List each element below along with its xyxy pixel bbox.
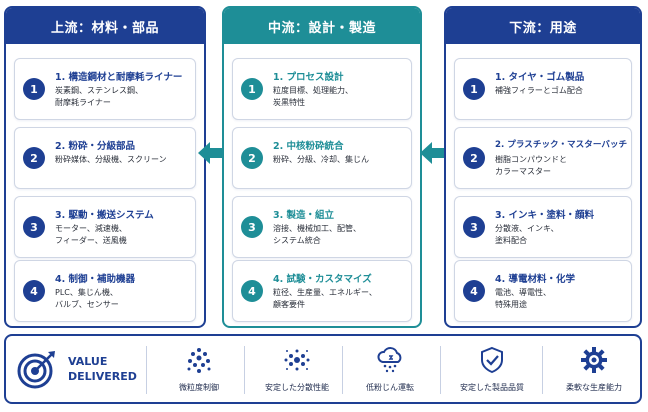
card-title: 2. プラスチック・マスターバッチ <box>495 140 628 150</box>
card-description: 粉砕媒体、分級機、スクリーン <box>55 155 167 164</box>
card-title: 1. 構造鋼材と耐摩耗ライナー <box>55 72 183 83</box>
card-description: 分散液、インキ、 塗料配合 <box>495 224 559 245</box>
value-item-stable-dispersion: 安定した分散性能 <box>249 344 345 400</box>
card-title: 2. 粉砕・分級部品 <box>55 141 136 152</box>
step-number-badge: 2 <box>463 147 485 169</box>
target-arrow-icon <box>17 351 55 389</box>
card-title: 1. タイヤ・ゴム製品 <box>495 72 585 83</box>
value-item-label: 微粒度制御 <box>179 383 219 392</box>
step-number-badge: 2 <box>241 147 263 169</box>
downstream-card-2: 2 2. プラスチック・マスターバッチ 樹脂コンパウンドと カラーマスター <box>454 127 632 189</box>
upstream-card-2: 2 2. 粉砕・分級部品 粉砕媒体、分級機、スクリーン <box>14 127 196 189</box>
cloud-dust-icon <box>377 347 402 373</box>
step-number-badge: 1 <box>241 78 263 100</box>
card-description: モーター、減速機、 フィーダー、送風機 <box>55 224 127 245</box>
step-number-badge: 1 <box>23 78 45 100</box>
value-item-label: 柔軟な生産能力 <box>566 383 622 392</box>
card-title: 4. 導電材料・化学 <box>495 274 576 285</box>
gear-icon <box>581 347 607 373</box>
card-title: 3. 駆動・搬送システム <box>55 210 154 221</box>
midstream-header: 中流：設計・製造 <box>224 8 420 44</box>
card-title: 2. 中核粉砕統合 <box>273 141 344 152</box>
downstream-card-3: 3 3. インキ・塗料・顔料 分散液、インキ、 塗料配合 <box>454 196 632 258</box>
midstream-column: 中流：設計・製造 1 1. プロセス設計 粒度目標、処理能力、 炭黒特性 2 2… <box>222 6 422 328</box>
step-number-badge: 2 <box>23 147 45 169</box>
step-number-badge: 1 <box>463 78 485 100</box>
divider <box>542 346 543 394</box>
step-number-badge: 3 <box>463 216 485 238</box>
dispersion-dots-icon <box>284 349 310 371</box>
value-item-stable-quality: 安定した製品品質 <box>444 344 540 400</box>
divider <box>342 346 343 394</box>
upstream-card-1: 1 1. 構造鋼材と耐摩耗ライナー 炭素鋼、ステンレス鋼、 耐摩耗ライナー <box>14 58 196 120</box>
step-number-badge: 3 <box>241 216 263 238</box>
value-item-label: 安定した製品品質 <box>460 383 524 392</box>
flow-arrow-left-icon <box>420 142 446 164</box>
upstream-card-4: 4 4. 制御・補助機器 PLC、集じん機、 バルブ、センサー <box>14 260 196 322</box>
card-description: PLC、集じん機、 バルブ、センサー <box>55 288 119 309</box>
upstream-column: 上流：材料・部品 1 1. 構造鋼材と耐摩耗ライナー 炭素鋼、ステンレス鋼、 耐… <box>4 6 206 328</box>
downstream-card-4: 4 4. 導電材料・化学 電池、導電性、 特殊用途 <box>454 260 632 322</box>
divider <box>244 346 245 394</box>
shield-check-icon <box>481 346 503 374</box>
flow-arrow-left-icon <box>198 142 224 164</box>
card-description: 粒径、生産量、エネルギー、 顧客要件 <box>273 288 377 309</box>
midstream-card-3: 3 3. 製造・組立 溶接、機械加工、配管、 システム統合 <box>232 196 412 258</box>
step-number-badge: 4 <box>241 280 263 302</box>
divider <box>146 346 147 394</box>
step-number-badge: 4 <box>23 280 45 302</box>
upstream-card-3: 3 3. 駆動・搬送システム モーター、減速機、 フィーダー、送風機 <box>14 196 196 258</box>
value-delivered-bar: VALUE DELIVERED 微粒度制御 安定した分散性能 <box>4 334 642 404</box>
card-title: 4. 試験・カスタマイズ <box>273 274 372 285</box>
step-number-badge: 3 <box>23 216 45 238</box>
card-title: 4. 制御・補助機器 <box>55 274 136 285</box>
value-item-label: 低粉じん運転 <box>366 383 414 392</box>
card-title: 3. 製造・組立 <box>273 210 335 221</box>
value-item-low-dust: 低粉じん運転 <box>342 344 438 400</box>
step-number-badge: 4 <box>463 280 485 302</box>
card-description: 電池、導電性、 特殊用途 <box>495 288 551 309</box>
value-delivered-title: VALUE DELIVERED <box>68 355 137 383</box>
card-title: 1. プロセス設計 <box>273 72 344 83</box>
divider <box>440 346 441 394</box>
downstream-column: 下流：用途 1 1. タイヤ・ゴム製品 補強フィラーとゴム配合 2 2. プラス… <box>444 6 642 328</box>
downstream-card-1: 1 1. タイヤ・ゴム製品 補強フィラーとゴム配合 <box>454 58 632 120</box>
particle-cluster-icon <box>187 348 211 373</box>
card-title: 3. インキ・塗料・顔料 <box>495 210 595 221</box>
downstream-header: 下流：用途 <box>446 8 640 44</box>
card-description: 溶接、機械加工、配管、 システム統合 <box>273 224 361 245</box>
card-description: 補強フィラーとゴム配合 <box>495 86 583 95</box>
value-item-fine-particle-control: 微粒度制御 <box>151 344 247 400</box>
card-description: 炭素鋼、ステンレス鋼、 耐摩耗ライナー <box>55 86 143 107</box>
card-description: 粒度目標、処理能力、 炭黒特性 <box>273 86 353 107</box>
value-item-flexible-capacity: 柔軟な生産能力 <box>546 344 642 400</box>
midstream-card-2: 2 2. 中核粉砕統合 粉砕、分級、冷却、集じん <box>232 127 412 189</box>
value-item-label: 安定した分散性能 <box>265 383 329 392</box>
midstream-card-4: 4 4. 試験・カスタマイズ 粒径、生産量、エネルギー、 顧客要件 <box>232 260 412 322</box>
card-description: 粉砕、分級、冷却、集じん <box>273 155 369 164</box>
card-description: 樹脂コンパウンドと カラーマスター <box>495 155 567 176</box>
midstream-card-1: 1 1. プロセス設計 粒度目標、処理能力、 炭黒特性 <box>232 58 412 120</box>
upstream-header: 上流：材料・部品 <box>6 8 204 44</box>
